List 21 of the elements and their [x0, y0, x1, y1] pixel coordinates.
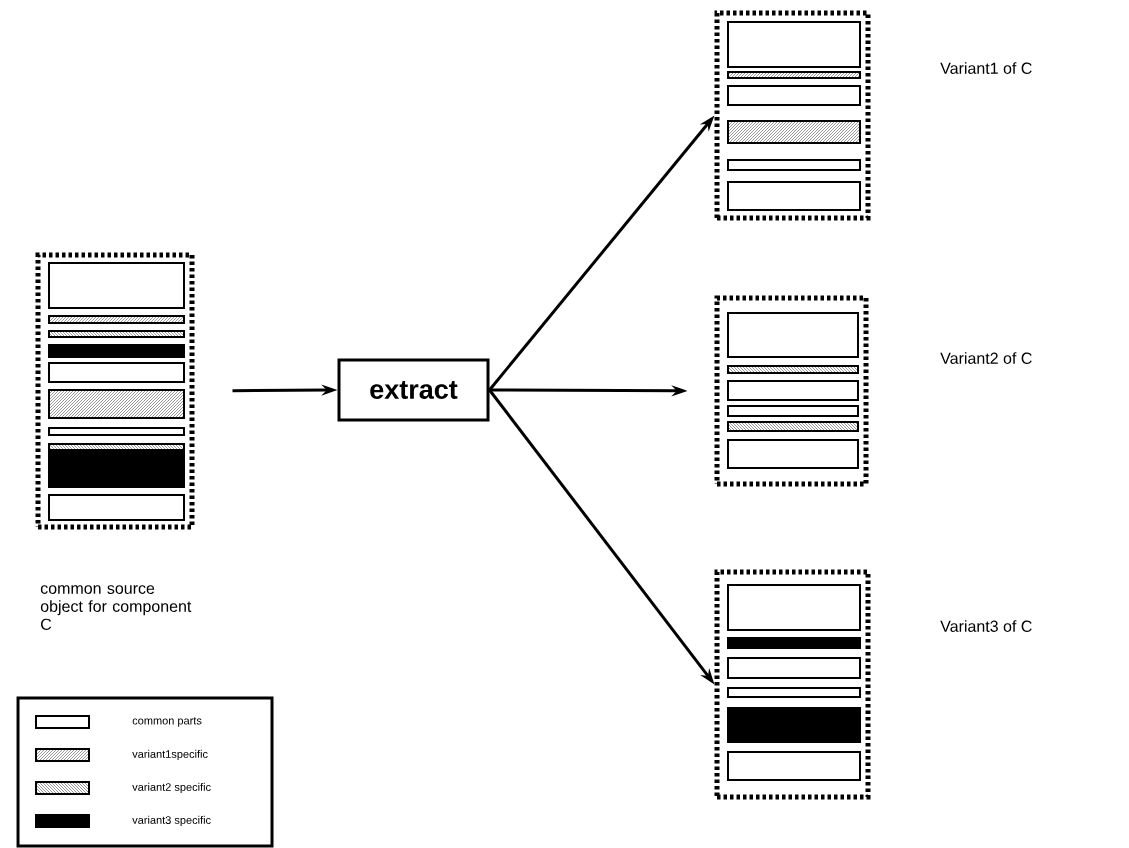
- object-drawing: [48, 330, 185, 383]
- variant-label: Variant2 of C: [940, 352, 1032, 364]
- object-drawing: [35, 252, 195, 530]
- object-drawing: [727, 71, 861, 106]
- object-drawing: [727, 365, 859, 417]
- legend-label: variant1specific: [132, 749, 208, 761]
- object-drawing: [48, 389, 185, 436]
- object-drawing: [48, 443, 185, 521]
- object-drawing: [714, 295, 869, 487]
- object-drawing: [714, 10, 871, 221]
- node-label: common source object for component C: [40, 585, 192, 630]
- object-drawing: [727, 120, 861, 211]
- legend-label: variant2 specific: [132, 782, 211, 794]
- variant-label: Variant3 of C: [940, 620, 1032, 632]
- object-drawing: [727, 421, 859, 469]
- object-drawing: [714, 569, 871, 800]
- object-drawing: [48, 315, 185, 324]
- variant-label: Variant1 of C: [940, 62, 1032, 74]
- process-box: extract: [337, 358, 490, 422]
- legend-label: common parts: [132, 717, 202, 727]
- legend-label: variant3 specific: [132, 815, 211, 827]
